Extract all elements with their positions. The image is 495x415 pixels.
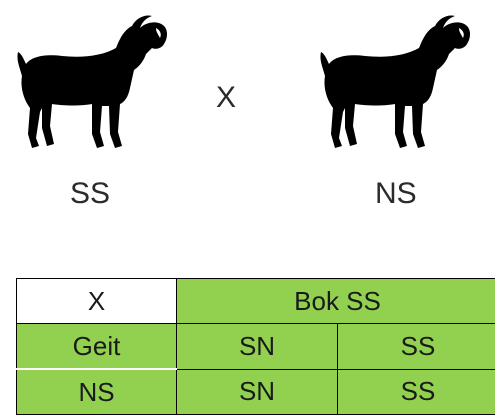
punnett-square: X Bok SS Geit SN SS NS SN SS	[16, 278, 495, 415]
punnett-cell: SN	[177, 324, 338, 370]
punnett-corner: X	[17, 279, 177, 324]
punnett-header: Bok SS	[177, 279, 495, 324]
punnett-cell: SN	[177, 369, 338, 415]
punnett-header-row: X Bok SS	[17, 279, 495, 324]
punnett-cell: SS	[338, 324, 495, 370]
punnett-row-label: Geit	[17, 324, 177, 370]
goat-silhouette-right	[315, 8, 485, 158]
punnett-row-label: NS	[17, 369, 177, 415]
parent-right-genotype: NS	[375, 174, 417, 214]
parent-left-genotype: SS	[70, 174, 110, 214]
cross-symbol: X	[206, 78, 246, 118]
goat-silhouette-left	[12, 8, 182, 158]
punnett-cell: SS	[338, 369, 495, 415]
punnett-row: NS SN SS	[17, 369, 495, 415]
punnett-row: Geit SN SS	[17, 324, 495, 370]
goat-icon	[12, 8, 182, 158]
goat-icon	[315, 8, 485, 158]
